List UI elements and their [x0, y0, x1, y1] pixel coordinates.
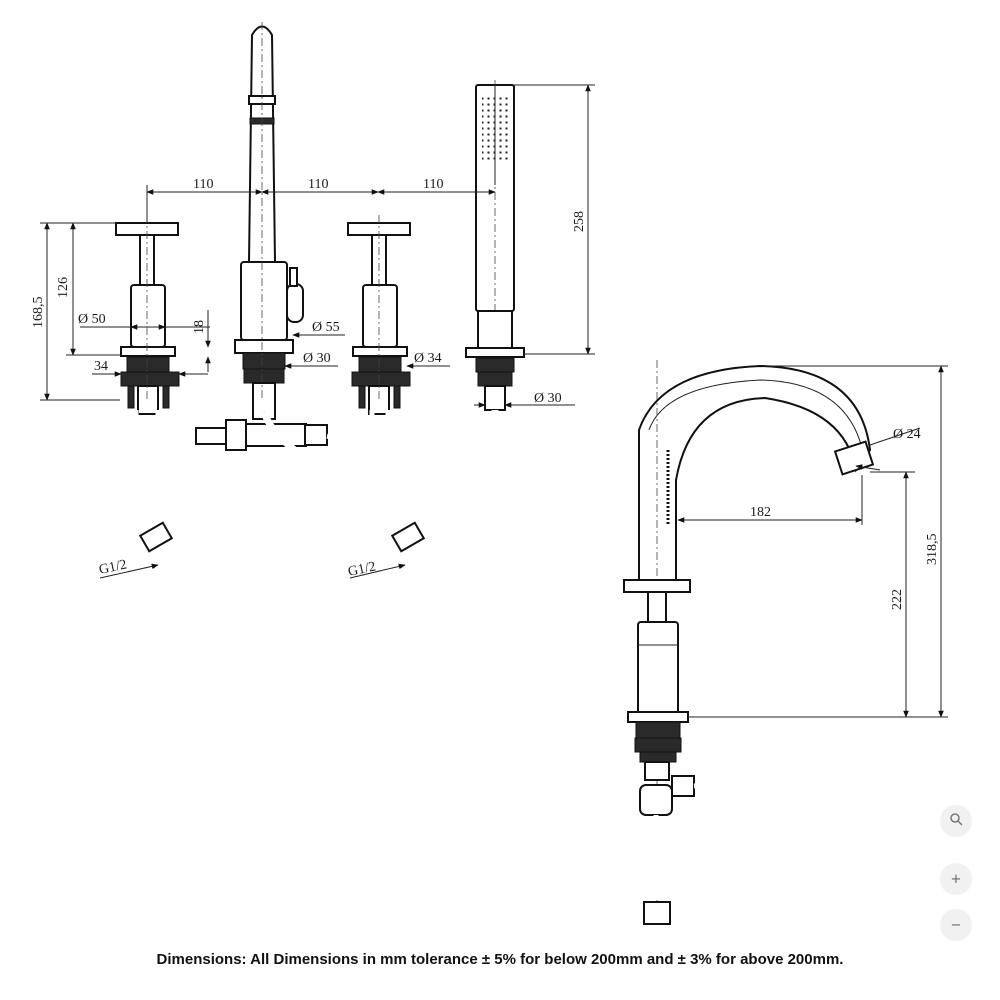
dim-valve-base: 34	[94, 359, 108, 374]
left-valve	[115, 215, 180, 415]
dim-spacing-2: 110	[308, 177, 328, 192]
plus-icon: +	[950, 871, 962, 887]
spout-front	[234, 22, 304, 420]
front-dimensions	[40, 84, 595, 579]
right-valve	[347, 215, 411, 415]
dim-collar-height: 18	[192, 320, 207, 334]
dim-side-overall-height: 318,5	[925, 534, 940, 566]
dim-valve-height: 126	[56, 277, 71, 298]
dim-inlet-left: G1/2	[98, 557, 129, 577]
dim-spacing-3: 110	[423, 177, 443, 192]
dim-inlet-right: G1/2	[347, 559, 378, 579]
front-hoses	[133, 410, 499, 553]
dim-spout-height: 222	[890, 589, 905, 610]
spout-side	[623, 360, 875, 925]
magnifier-icon	[949, 812, 963, 830]
side-dimensions	[677, 365, 948, 718]
dim-spout-reach: 182	[750, 505, 771, 520]
dim-handset-shank: Ø 30	[534, 391, 562, 406]
dim-front-overall-height: 168,5	[31, 297, 46, 329]
zoom-plus-button[interactable]: +	[941, 864, 971, 894]
dim-valve-shank: Ø 34	[414, 351, 442, 366]
dimensions-caption: Dimensions: All Dimensions in mm toleran…	[156, 951, 844, 968]
front-view: 110 110 110 258 168,5 126 Ø 50 18 34 Ø 5…	[31, 22, 595, 580]
dim-outlet-diameter: Ø 24	[893, 427, 921, 442]
dim-valve-diameter: Ø 50	[78, 312, 106, 327]
zoom-in-button[interactable]	[941, 806, 971, 836]
dim-spacing-1: 110	[193, 177, 213, 192]
minus-icon: −	[950, 917, 962, 933]
zoom-minus-button[interactable]: −	[941, 910, 971, 940]
dim-spout-shank: Ø 30	[303, 351, 331, 366]
dim-spout-diameter: Ø 55	[312, 320, 340, 335]
dim-handset-height: 258	[572, 211, 587, 232]
side-view: Ø 24 182 222 318,5	[623, 360, 948, 925]
